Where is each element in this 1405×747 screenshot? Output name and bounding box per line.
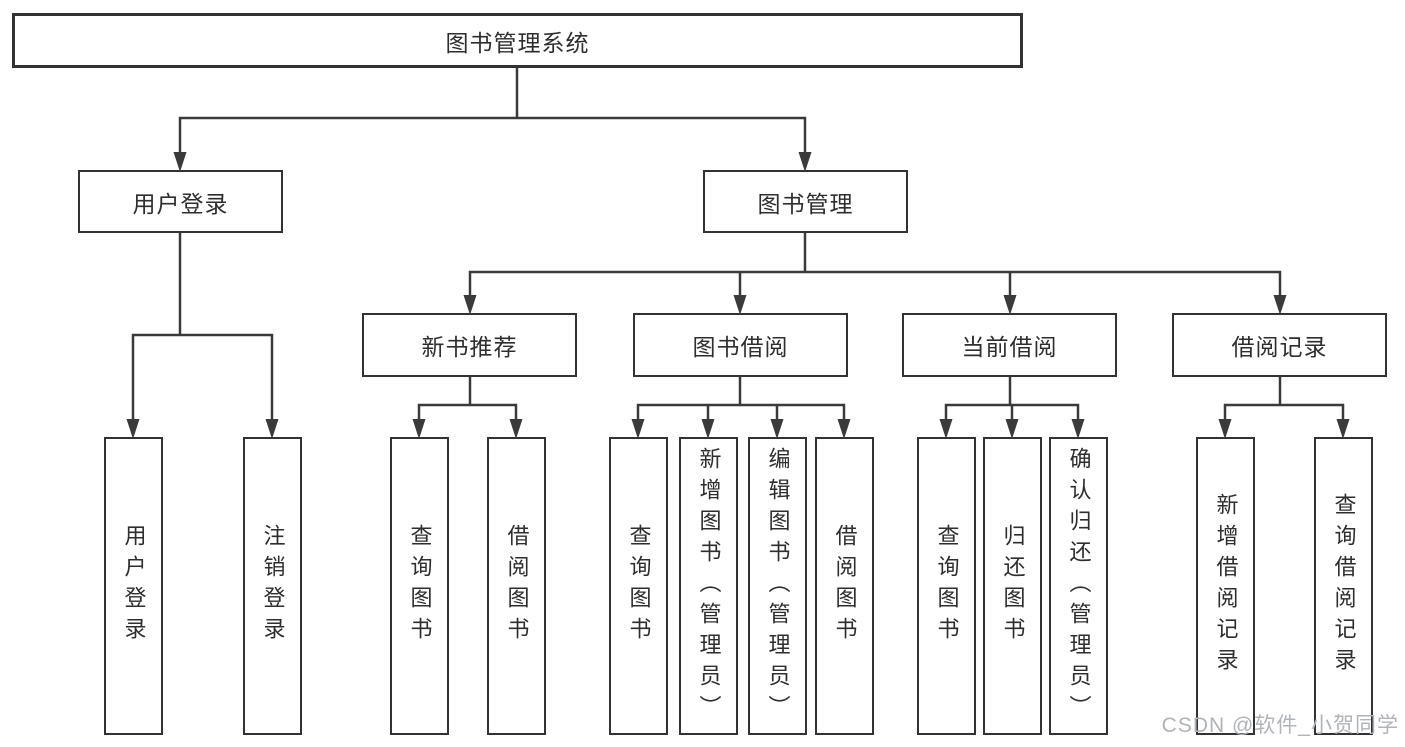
node-label: 查询图书 [626,524,652,648]
node-new-book-recommendation: 新书推荐 [362,313,577,377]
watermark: CSDN @软件_小贺同学 [1161,714,1399,737]
node-label: 新书推荐 [421,334,518,360]
node-label: 图书管理系统 [445,29,590,56]
node-label: 图书管理 [757,190,854,217]
node-label: 新增借阅记录 [1213,493,1239,679]
leaf-borrow-books-recommend: 借阅图书 [487,437,546,735]
leaf-add-borrow-record: 新增借阅记录 [1196,437,1255,735]
node-label: 借阅图书 [832,524,858,648]
leaf-query-books-recommend: 查询图书 [390,437,449,735]
leaf-user-login: 用户登录 [104,437,163,735]
node-label: 新增图书（管理员） [696,446,722,726]
node-label: 借阅记录 [1231,334,1328,360]
node-label: 归还图书 [1000,524,1026,648]
leaf-borrow-books: 借阅图书 [815,437,874,735]
node-book-borrowing: 图书借阅 [633,313,848,377]
leaf-query-books-borrowing: 查询图书 [609,437,668,735]
node-label: 查询图书 [934,524,960,648]
leaf-edit-books-admin: 编辑图书（管理员） [748,437,807,735]
node-label: 查询图书 [407,524,433,648]
leaf-add-books-admin: 新增图书（管理员） [679,437,738,735]
node-label: 编辑图书（管理员） [765,446,791,726]
node-label: 注销登录 [260,524,286,648]
node-label: 图书借阅 [692,334,789,360]
node-user-login: 用户登录 [78,170,283,233]
node-library-management-system: 图书管理系统 [12,13,1023,68]
node-label: 查询借阅记录 [1331,493,1357,679]
node-label: 用户登录 [121,524,147,648]
node-label: 借阅图书 [504,524,530,648]
leaf-return-books: 归还图书 [983,437,1042,735]
node-borrowing-records: 借阅记录 [1172,313,1387,377]
node-book-management: 图书管理 [703,170,908,233]
node-current-borrowing: 当前借阅 [902,313,1117,377]
leaf-query-books-current: 查询图书 [917,437,976,735]
leaf-confirm-return-admin: 确认归还（管理员） [1049,437,1108,735]
leaf-query-borrow-record: 查询借阅记录 [1314,437,1373,735]
node-label: 确认归还（管理员） [1066,446,1092,726]
node-label: 当前借阅 [961,334,1058,360]
leaf-logout: 注销登录 [243,437,302,735]
node-label: 用户登录 [132,190,229,217]
